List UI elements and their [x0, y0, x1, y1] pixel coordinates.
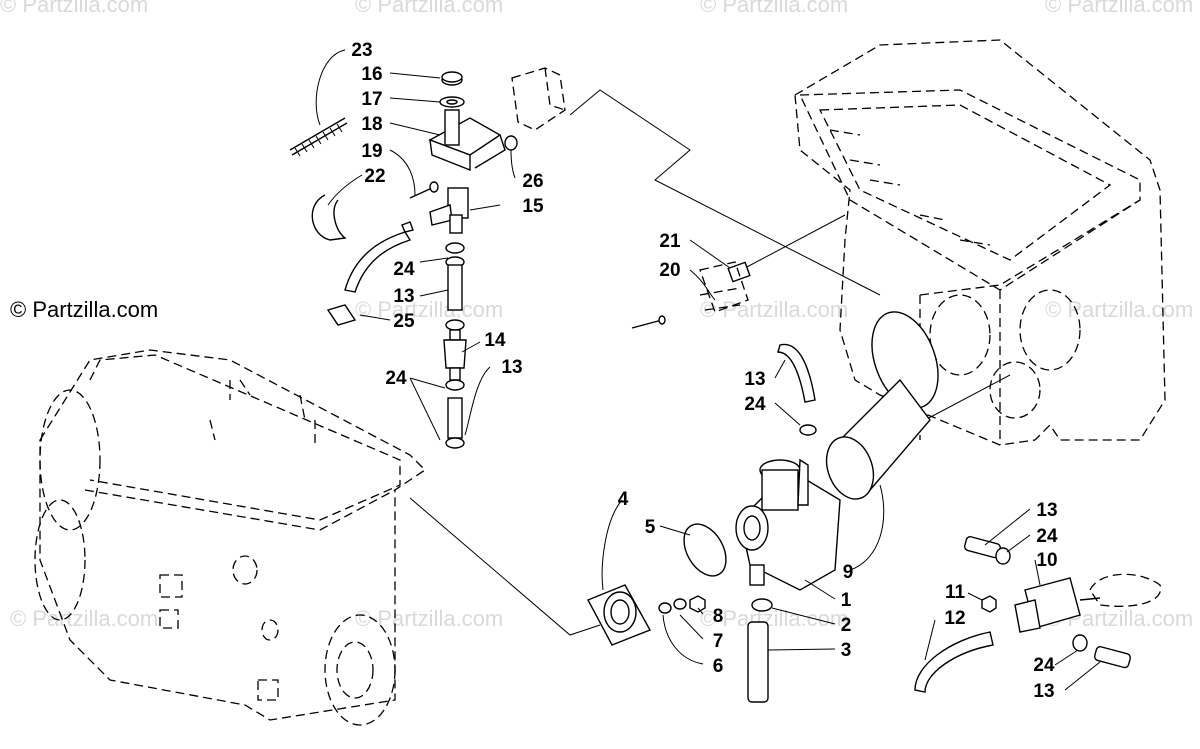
callout-15: 15 [522, 196, 544, 217]
callout-12: 12 [944, 608, 965, 629]
callout-13-b: 13 [501, 357, 522, 378]
watermark: © Partzilla.com [1045, 0, 1194, 17]
callout-23: 23 [351, 40, 372, 61]
nut-16 [441, 71, 463, 86]
clamp-24-bottom [445, 437, 465, 449]
callout-20: 20 [659, 260, 680, 281]
watermark: © Partzilla.com [355, 0, 504, 17]
hose-13-top [447, 264, 463, 311]
watermark: © Partzilla.com [0, 0, 149, 17]
callout-2: 2 [841, 615, 852, 636]
clamp-24-pump-top [995, 547, 1011, 565]
callout-13-a: 13 [393, 286, 414, 307]
engine-illustration [34, 349, 427, 726]
nut-8 [689, 595, 706, 613]
mount-20 [631, 261, 749, 329]
watermark: © Partzilla.com [700, 297, 849, 322]
callout-18: 18 [361, 114, 382, 135]
callout-4: 4 [618, 489, 629, 510]
callout-17: 17 [361, 89, 382, 110]
callout-21: 21 [659, 231, 681, 252]
vent-hose-13 [777, 343, 816, 403]
callout-9: 9 [843, 562, 854, 583]
watermark: © Partzilla.com [355, 606, 504, 631]
callout-5: 5 [645, 517, 656, 538]
fuel-hose-12-left [344, 231, 412, 293]
spacer-to-airbox-line [744, 214, 846, 269]
clamp-24-pump-bottom [1072, 634, 1088, 652]
callout-24-d: 24 [1036, 526, 1058, 547]
choke-box [511, 67, 566, 131]
callout-24-c: 24 [744, 394, 766, 415]
callout-19: 19 [361, 141, 382, 162]
choke-to-airbox-line [569, 89, 881, 296]
washer-17 [439, 96, 465, 108]
hose-13-pump-bottom [1093, 646, 1131, 669]
callout-13-e: 13 [1033, 681, 1054, 702]
callout-leaders [315, 49, 1101, 691]
callout-24-b: 24 [385, 368, 407, 389]
fuel-filter-14 [443, 329, 467, 381]
washer-6 [658, 602, 672, 614]
watermark: © Partzilla.com [1045, 297, 1194, 322]
choke-cable-26 [504, 135, 518, 151]
watermark: © Partzilla.com [10, 606, 159, 631]
clamp-24-top [445, 242, 465, 268]
drain-hose-3 [747, 621, 769, 703]
flange-4 [587, 584, 651, 646]
boot-to-airbox-line [924, 374, 1011, 421]
callout-10: 10 [1036, 550, 1057, 571]
callout-13-d: 13 [1036, 500, 1057, 521]
callout-25: 25 [393, 311, 415, 332]
callout-14: 14 [484, 330, 506, 351]
clamp-2 [751, 598, 773, 612]
callout-3: 3 [841, 640, 852, 661]
callout-8: 8 [713, 606, 724, 627]
copyright-notice: © Partzilla.com [10, 297, 159, 322]
air-box-illustration [794, 39, 1166, 446]
clamp-24-carb [799, 424, 817, 436]
callout-16: 16 [361, 64, 382, 85]
clamp-24-mid [445, 319, 465, 331]
callout-26: 26 [522, 171, 543, 192]
callout-6: 6 [713, 656, 724, 677]
callout-numbers: 23 16 17 18 19 22 26 15 24 13 25 14 24 1… [351, 40, 1058, 702]
clip-22 [311, 194, 347, 241]
callout-24-a: 24 [393, 259, 415, 280]
callout-11: 11 [945, 582, 966, 603]
fuel-valve-15 [401, 187, 469, 234]
callout-1: 1 [841, 590, 852, 611]
callout-7: 7 [713, 631, 724, 652]
engine-to-flange-line [409, 497, 601, 636]
hose-13-low [447, 397, 463, 439]
fuel-pump-10 [1014, 577, 1101, 633]
watermark: © Partzilla.com [700, 0, 849, 17]
callout-24-e: 24 [1033, 655, 1055, 676]
clamp-24-low [445, 379, 465, 391]
clip-25 [326, 304, 357, 326]
hose-12-pump [914, 631, 994, 693]
pulse-fitting [1089, 573, 1162, 607]
watermark: © Partzilla.com [700, 606, 849, 631]
nut-11 [981, 595, 997, 613]
bracket-18 [428, 109, 506, 172]
intake-boot [825, 311, 939, 500]
carburetor-1 [735, 458, 841, 591]
lockwasher-7 [673, 598, 687, 610]
callout-13-c: 13 [744, 369, 765, 390]
screw-19 [409, 181, 439, 199]
clamp-5 [683, 523, 727, 577]
spring-23 [289, 117, 348, 157]
callout-22: 22 [364, 166, 385, 187]
